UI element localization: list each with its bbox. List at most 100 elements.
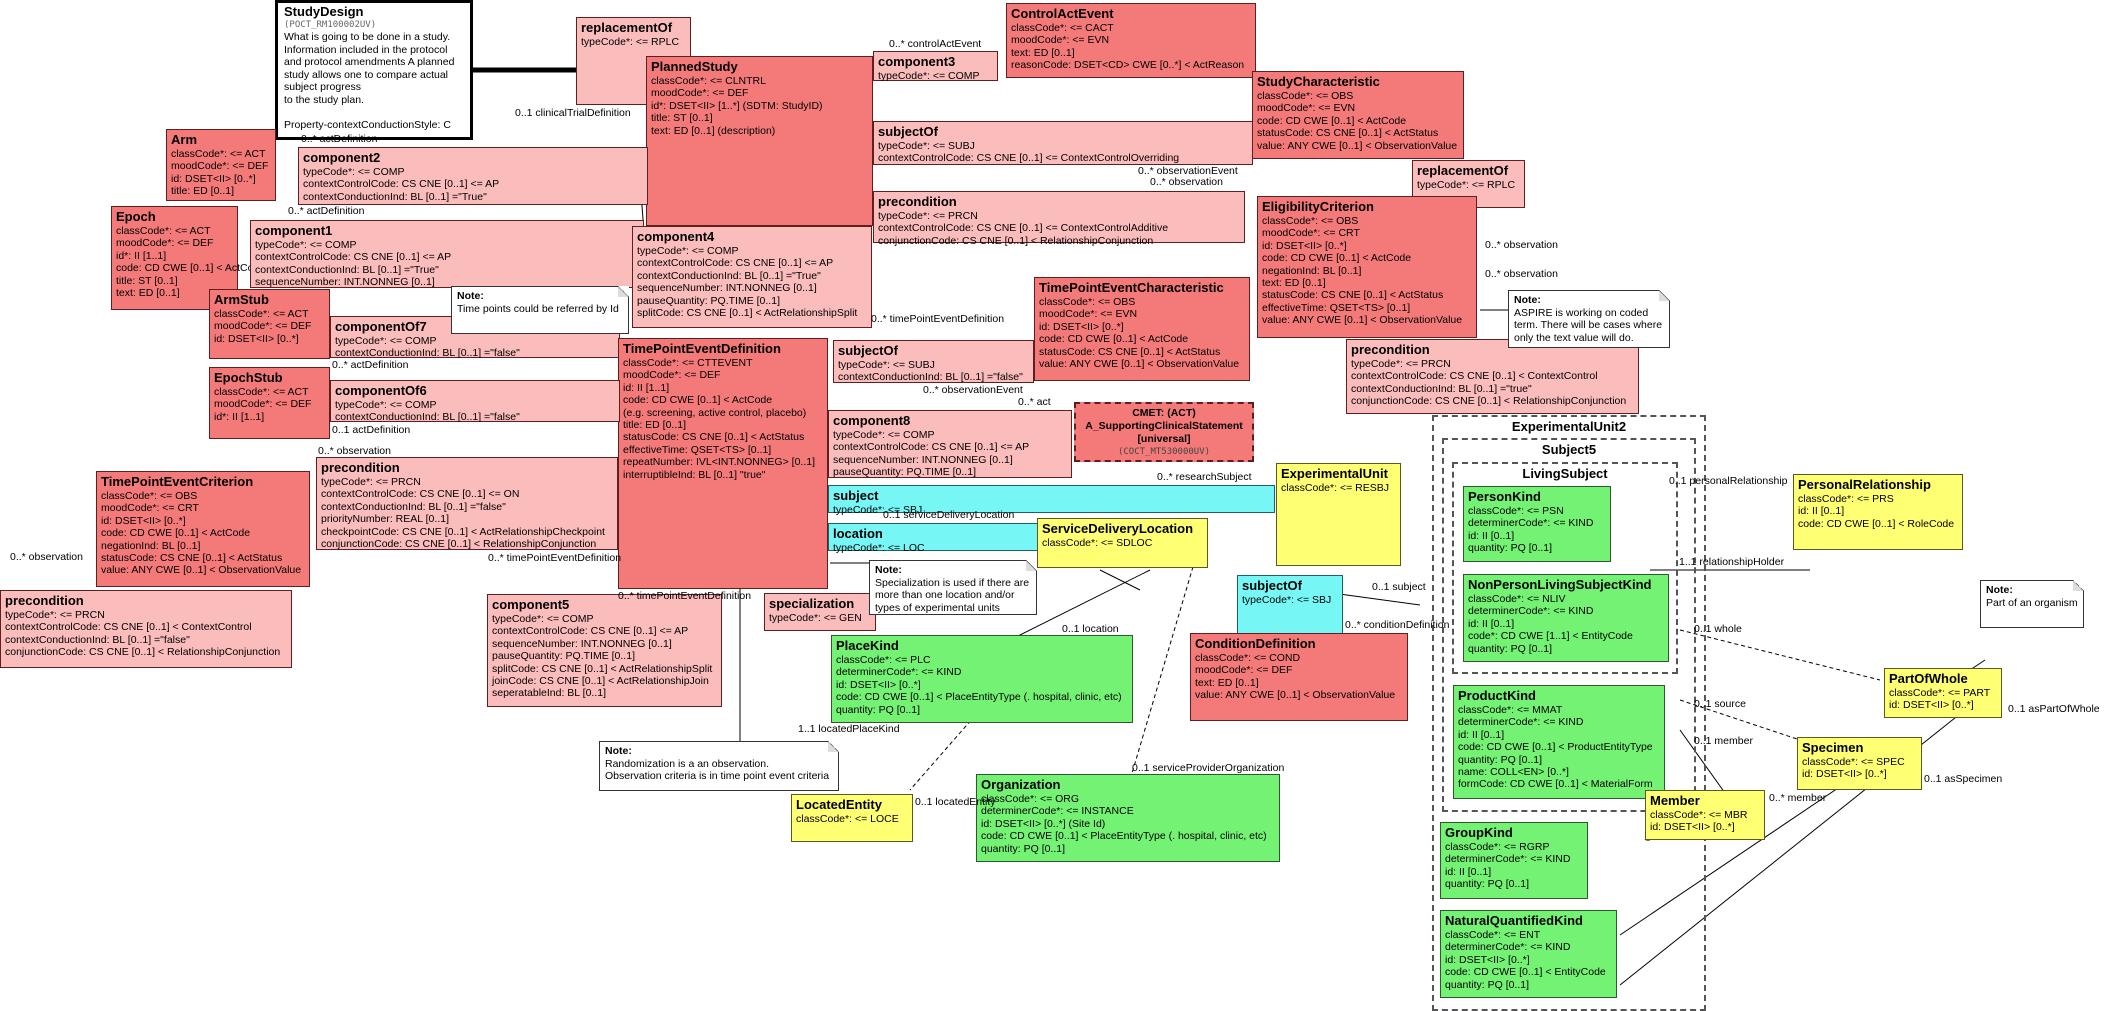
class-attribute: sequenceNumber: INT.NONNEG [0..1] [637,282,817,295]
class-attribute: classCode*: <= MBR [1650,809,1748,821]
note-line: only the text value will do. [1514,331,1634,344]
class-attribute: pauseQuantity: PQ.TIME [0..1] [833,466,976,479]
class-attribute: determinerCode*: <= KIND [836,666,962,679]
class-attribute: code: CD CWE [0..1] < ActCode [623,394,773,407]
association-label: 0..1 asPartOfWhole [2008,703,2100,715]
class-title: ExperimentalUnit [1281,466,1388,481]
class-attribute: moodCode*: <= DEF [116,237,214,250]
class-attribute: classCode*: <= RESBJ [1281,482,1389,494]
association-label: 0..* researchSubject [1157,471,1252,483]
class-attribute: id: DSET<II> [0..*] [1889,699,1974,712]
class-attribute: classCode*: <= COND [1195,652,1301,664]
class-title: PersonalRelationship [1798,477,1931,492]
class-attribute: determinerCode*: <= KIND [1458,716,1584,729]
class-attribute: classCode*: <= ACT [214,386,309,398]
cmet-supporting-clinical-statement[interactable]: CMET: (ACT) A_SupportingClinicalStatemen… [1074,402,1254,462]
class-attribute: code: CD CWE [0..1] < ActCode [1039,333,1189,346]
class-attribute: typeCode*: <= COMP [878,70,980,82]
class-attribute: classCode*: <= LOCE [796,813,899,825]
class-attribute: quantity: PQ [0..1] [1458,753,1543,766]
association-label: 0..* observation [318,445,391,457]
class-attribute: classCode*: <= NLIV [1468,593,1566,605]
class-attribute: splitCode: CS CNE [0..1] < ActRelationsh… [492,662,713,675]
class-title: ControlActEvent [1011,6,1114,21]
class-attribute: classCode*: <= ORG [981,793,1080,805]
class-attribute: code: CD CWE [0..1] < PlaceEntityType (.… [836,691,1122,704]
class-attribute: moodCode*: <= DEF [623,369,721,382]
class-attribute: classCode*: <= CLNTRL [651,75,766,87]
class-attribute: contextConductionInd: BL [0..1] ="True" [637,269,821,282]
class-attribute: determinerCode*: <= KIND [1468,605,1594,618]
class-title: ServiceDeliveryLocation [1042,521,1194,536]
class-attribute: contextConductionInd: BL [0..1] ="false" [5,633,190,646]
class-title: component8 [833,413,911,428]
class-attribute: statusCode: CS CNE [0..1] < ActStatus [1257,127,1439,140]
association-label: 0..* actDefinition [301,133,378,145]
class-attribute: seperatableInd: BL [0..1] [492,687,607,700]
description-line [284,106,464,119]
note-line: Time points could be referred by Id [457,302,619,315]
class-title: subjectOf [878,124,938,139]
note-randomization: Note:Randomization is a an observation.O… [599,741,839,791]
class-title: subjectOf [838,343,898,358]
association-label: 0..1 locatedEntity [915,796,996,808]
association-label: 0..* actDefinition [332,359,409,371]
class-title: PartOfWhole [1889,671,1968,686]
class-title: PlannedStudy [651,59,738,74]
class-attribute: classCode*: <= CACT [1011,22,1114,34]
association-label: 0..1 serviceDeliveryLocation [883,509,1015,521]
class-attribute: conjunctionCode: CS CNE [0..1] < Relatio… [321,538,597,551]
class-attribute: moodCode*: <= EVN [1039,308,1138,321]
class-attribute: classCode*: <= ENT [1445,929,1541,941]
class-attribute: quantity: PQ [0..1] [1468,542,1553,555]
note-line: Randomization is a an observation. [605,757,770,770]
class-attribute: negationInd: BL [0..1] [101,539,201,552]
class-attribute: typeCode*: <= RPLC [1417,179,1516,191]
class-attribute: classCode*: <= ACT [116,225,211,237]
association-label: 0..1 asSpecimen [1924,773,2003,785]
note-title: Note: [1986,584,2013,596]
